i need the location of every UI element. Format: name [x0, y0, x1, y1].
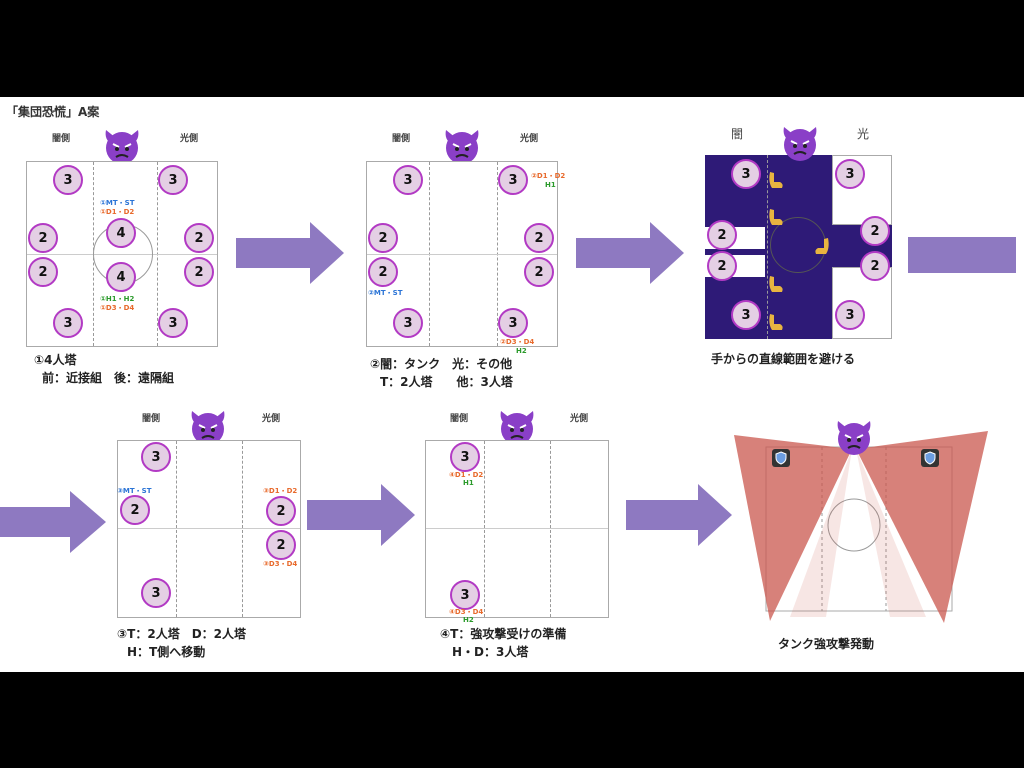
hand-emoji-icon [769, 314, 783, 330]
dark-label: 闇 [731, 127, 744, 141]
dark-side-label: 闇側 [450, 414, 469, 424]
light-side-label: 光側 [180, 134, 199, 144]
tower-marker: 3 [141, 578, 171, 608]
tower-marker: 3 [393, 308, 423, 338]
role-tag: H1 [545, 181, 556, 189]
tower-marker: 3 [141, 442, 171, 472]
tower-marker: 3 [450, 442, 480, 472]
tower-marker: 4 [106, 218, 136, 248]
tank-shield-icon [772, 449, 790, 467]
tower-marker: 3 [731, 300, 761, 330]
step-caption-line: ②闇：タンク 光：その他 [370, 357, 513, 371]
role-tag: ①D3・D4 [100, 304, 135, 312]
tower-marker: 3 [53, 165, 83, 195]
step-caption-line: T：2人塔 他：3人塔 [380, 375, 513, 389]
tower-marker: 2 [368, 257, 398, 287]
right-arrow-icon [576, 222, 684, 284]
hand-emoji-icon [769, 209, 783, 225]
hand-emoji-icon [769, 276, 783, 292]
tower-marker: 3 [158, 308, 188, 338]
devil-emoji-icon [445, 130, 479, 164]
tower-marker: 2 [707, 251, 737, 281]
role-tag: ③D3・D4 [263, 560, 298, 568]
tower-marker: 2 [184, 257, 214, 287]
tower-marker: 4 [106, 262, 136, 292]
role-tag: H2 [516, 347, 527, 355]
arena-6 [734, 431, 988, 623]
tower-marker: 3 [731, 159, 761, 189]
tower-marker: 2 [28, 223, 58, 253]
role-tag: ③D1・D2 [263, 487, 298, 495]
tower-marker: 2 [368, 223, 398, 253]
dark-side-label: 闇側 [392, 134, 411, 144]
tower-marker: 2 [184, 223, 214, 253]
role-tag: H2 [463, 616, 474, 624]
tower-marker: 3 [835, 159, 865, 189]
hand-emoji-icon [815, 238, 829, 254]
devil-emoji-icon [783, 127, 817, 161]
role-tag: ①H1・H2 [100, 295, 135, 303]
step-caption-line: H：T側へ移動 [127, 645, 206, 659]
role-tag: ④D3・D4 [449, 608, 484, 616]
tower-marker: 2 [266, 530, 296, 560]
devil-emoji-icon [105, 130, 139, 164]
dark-side-label: 闇側 [142, 414, 161, 424]
tower-marker: 3 [53, 308, 83, 338]
devil-emoji-icon [500, 411, 534, 445]
role-tag: H1 [463, 479, 474, 487]
devil-emoji-icon [837, 421, 871, 455]
tower-marker: 2 [524, 257, 554, 287]
dark-side-label: 闇側 [52, 134, 71, 144]
right-arrow-icon [236, 222, 344, 284]
tank-shield-icon [921, 449, 939, 467]
step-caption: タンク強攻撃発動 [778, 637, 875, 651]
role-tag: ②D3・D4 [500, 338, 535, 346]
step-caption-line: ①4人塔 [34, 353, 77, 367]
tower-marker: 3 [498, 165, 528, 195]
step-caption-line: ③T：2人塔 D：2人塔 [117, 627, 247, 641]
tower-marker: 3 [450, 580, 480, 610]
tower-marker: 2 [860, 216, 890, 246]
tower-marker: 2 [707, 220, 737, 250]
step-caption: 手からの直線範囲を避ける [711, 352, 856, 366]
step-caption-line: H・D：3人塔 [452, 645, 529, 659]
tower-marker: 2 [28, 257, 58, 287]
tower-marker: 3 [498, 308, 528, 338]
light-side-label: 光側 [520, 134, 539, 144]
step-caption-line: 前：近接組 後：遠隔組 [42, 371, 175, 385]
right-arrow-icon [0, 491, 106, 553]
light-side-label: 光側 [570, 414, 589, 424]
role-tag: ③MT・ST [117, 487, 152, 495]
right-arrow-icon [908, 237, 1016, 273]
page-title: 「集団恐慌」A案 [6, 105, 100, 119]
light-side-label: 光側 [262, 414, 281, 424]
role-tag: ①D1・D2 [100, 208, 135, 216]
tower-marker: 2 [524, 223, 554, 253]
light-label: 光 [857, 127, 870, 141]
role-tag: ①MT・ST [100, 199, 135, 207]
diagram-canvas: 「集団恐慌」A案 闇側 光側 3 3 2 2 2 2 4 4 3 3 ①MT・S… [0, 97, 1024, 672]
step-caption-line: ④T：強攻撃受けの準備 [440, 627, 567, 641]
role-tag: ②D1・D2 [531, 172, 566, 180]
tower-marker: 3 [835, 300, 865, 330]
hand-emoji-icon [769, 172, 783, 188]
right-arrow-icon [307, 484, 415, 546]
devil-emoji-icon [191, 411, 225, 445]
right-arrow-icon [626, 484, 732, 546]
tower-marker: 2 [266, 496, 296, 526]
tower-marker: 3 [158, 165, 188, 195]
role-tag: ②MT・ST [368, 289, 403, 297]
tower-marker: 3 [393, 165, 423, 195]
tower-marker: 2 [120, 495, 150, 525]
role-tag: ④D1・D2 [449, 471, 484, 479]
tower-marker: 2 [860, 251, 890, 281]
